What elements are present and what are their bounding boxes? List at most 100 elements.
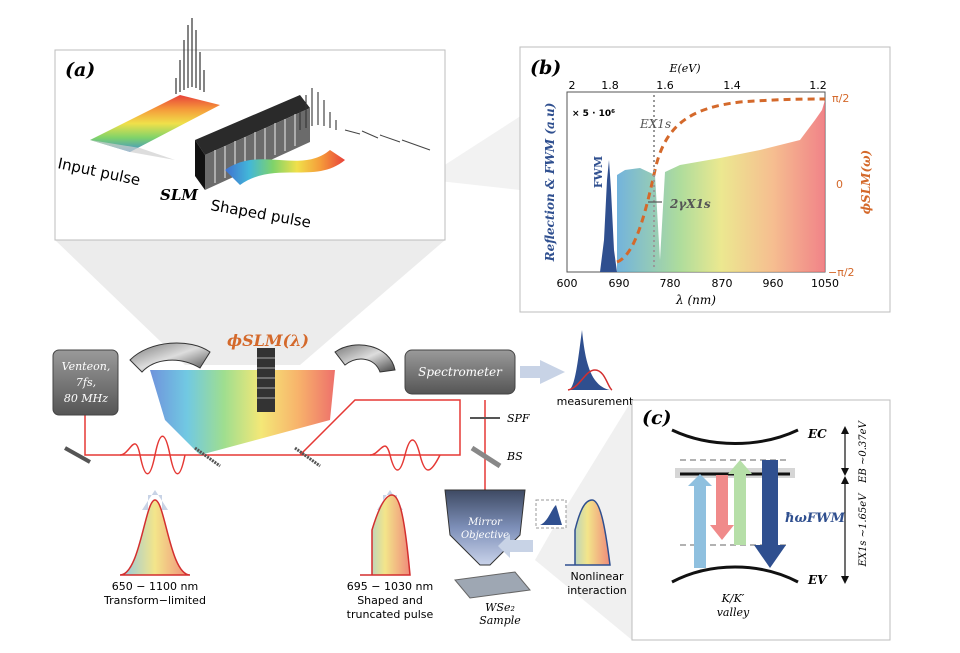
arrow-left-nonlinear: [498, 534, 533, 558]
fwm-label: FWM: [592, 156, 605, 188]
panel-b: (b) E(eV) FWM EX1s 2γX1s × 5 · 10⁶ 600 6…: [519, 46, 891, 313]
x-tick: 690: [609, 277, 630, 290]
transition-arrow-blue: [688, 474, 712, 568]
panel-b-tag: (b): [530, 57, 561, 79]
exciton-label: EX1s: [639, 117, 671, 131]
rainbow-fan: [150, 370, 335, 455]
sample-line2: Sample: [479, 614, 521, 627]
beam-path: [84, 399, 461, 456]
range2-sub2: truncated pulse: [347, 608, 434, 621]
top-tick: 2: [569, 79, 576, 92]
eb-label: EB ~0.37eV: [858, 419, 869, 483]
ex-energy-label: EX1s ~1.65eV: [858, 492, 869, 568]
measurement-spectrum: [568, 330, 610, 390]
x-tick: 600: [557, 277, 578, 290]
arrow-up-2: [377, 490, 403, 510]
phase-tick: −π/2: [828, 266, 855, 279]
range1-sub: Transform−limited: [103, 594, 206, 607]
hw-fwm-label: ħωFWM: [785, 511, 846, 526]
panel-c-tag: (c): [642, 407, 672, 429]
y-axis-label: Reflection & FWM (a.u): [543, 103, 557, 263]
x-tick: 780: [660, 277, 681, 290]
valley-line2: valley: [717, 606, 750, 619]
flat-mirror-2: [194, 446, 221, 468]
nonlinear-inset-peak: [540, 505, 562, 525]
transition-arrow-red: [710, 475, 734, 540]
x-axis-label: λ (nm): [675, 293, 716, 307]
arrow-left-measure: [520, 360, 565, 384]
valence-band: [671, 565, 799, 584]
spectrum-gauss-2: [360, 494, 411, 576]
nonlinear-spectrum: [565, 499, 611, 566]
shaped-spikes: [299, 88, 337, 130]
fwm-peak: [600, 160, 617, 272]
x-tick: 870: [712, 277, 733, 290]
ec-label: EC: [807, 427, 827, 441]
nonlinear-line2: interaction: [567, 584, 627, 597]
objective-line2: Objective: [461, 530, 509, 541]
nonlinear-line1: Nonlinear: [570, 570, 624, 583]
shaped-pulse-ribbon: [225, 150, 345, 185]
shaped-pulse-tail: [344, 129, 431, 151]
slm-label: SLM: [160, 186, 198, 204]
multiplier-label: × 5 · 10⁶: [572, 109, 615, 119]
bs-label: BS: [506, 450, 523, 463]
right-ticks: π/2 0 −π/2: [828, 92, 855, 279]
spf-label: SPF: [507, 412, 530, 425]
sample-line1: WSe₂: [485, 601, 515, 614]
pulse-transform-limited: [119, 435, 186, 475]
laser-line3: 80 MHz: [64, 392, 108, 405]
transition-arrow-fwm: [754, 460, 786, 568]
optical-setup: Venteon, 7fs, 80 MHz ϕSLM(λ) 650 − 1100 …: [52, 330, 634, 627]
top-tick: 1.8: [601, 79, 619, 92]
panel-a: (a) Input pulse SLM: [54, 18, 446, 241]
objective-line1: Mirror: [467, 517, 503, 528]
curved-mirror-left: [129, 342, 211, 373]
projection-cone-b: [430, 110, 530, 190]
input-pulse-shadow: [90, 140, 175, 160]
spectrometer-box: [404, 349, 516, 395]
top-axis-label: E(eV): [668, 62, 700, 75]
laser-line1: Venteon,: [62, 360, 111, 373]
projection-cone-a: [55, 240, 445, 365]
x-tick: 960: [763, 277, 784, 290]
range1-label: 650 − 1100 nm: [112, 580, 198, 593]
measurement-envelope: [567, 369, 613, 391]
conduction-band: [671, 428, 799, 445]
pulse-shaped: [369, 439, 441, 471]
input-pulse-ribbon: [90, 95, 220, 152]
top-ticks: 2 1.8 1.6 1.4 1.2: [569, 79, 827, 92]
arrow-up-1: [142, 490, 168, 510]
panel-c-frame: [631, 399, 891, 641]
phase-axis-label: ϕSLM(ω): [859, 150, 873, 214]
laser-line2: 7fs,: [76, 376, 96, 389]
spectrum-gauss-1: [119, 499, 191, 576]
phase-tick: π/2: [832, 92, 849, 105]
reflection-spectrum: [617, 100, 825, 272]
phase-tick: 0: [836, 178, 843, 191]
laser-box: [52, 349, 119, 416]
wse2-sample: [454, 571, 531, 599]
phi-slm-label: ϕSLM(λ): [227, 331, 309, 350]
ev-label: EV: [807, 573, 828, 587]
valley-line1: K/K′: [721, 592, 745, 605]
panel-a-tag: (a): [65, 59, 95, 81]
flat-mirror-3: [294, 446, 321, 468]
panel-c: (c) EC EV ħωFWM K/K′ valley EB ~0.37eV E…: [631, 399, 891, 641]
transition-arrow-green: [728, 460, 752, 545]
top-tick: 1.6: [656, 79, 674, 92]
phase-curve: [616, 97, 826, 264]
range2-label: 695 − 1030 nm: [347, 580, 433, 593]
x-tick: 1050: [811, 277, 839, 290]
bottom-ticks: 600 690 780 870 960 1050: [557, 277, 840, 290]
slm-block: [257, 348, 275, 412]
range2-sub1: Shaped and: [357, 594, 423, 607]
gamma-label: 2γX1s: [669, 197, 711, 211]
spectrometer-label: Spectrometer: [418, 365, 503, 379]
top-tick: 1.2: [809, 79, 827, 92]
input-spikes: [175, 18, 205, 94]
beam-splitter: [470, 445, 502, 469]
flat-mirror-1: [64, 446, 91, 464]
top-tick: 1.4: [723, 79, 741, 92]
